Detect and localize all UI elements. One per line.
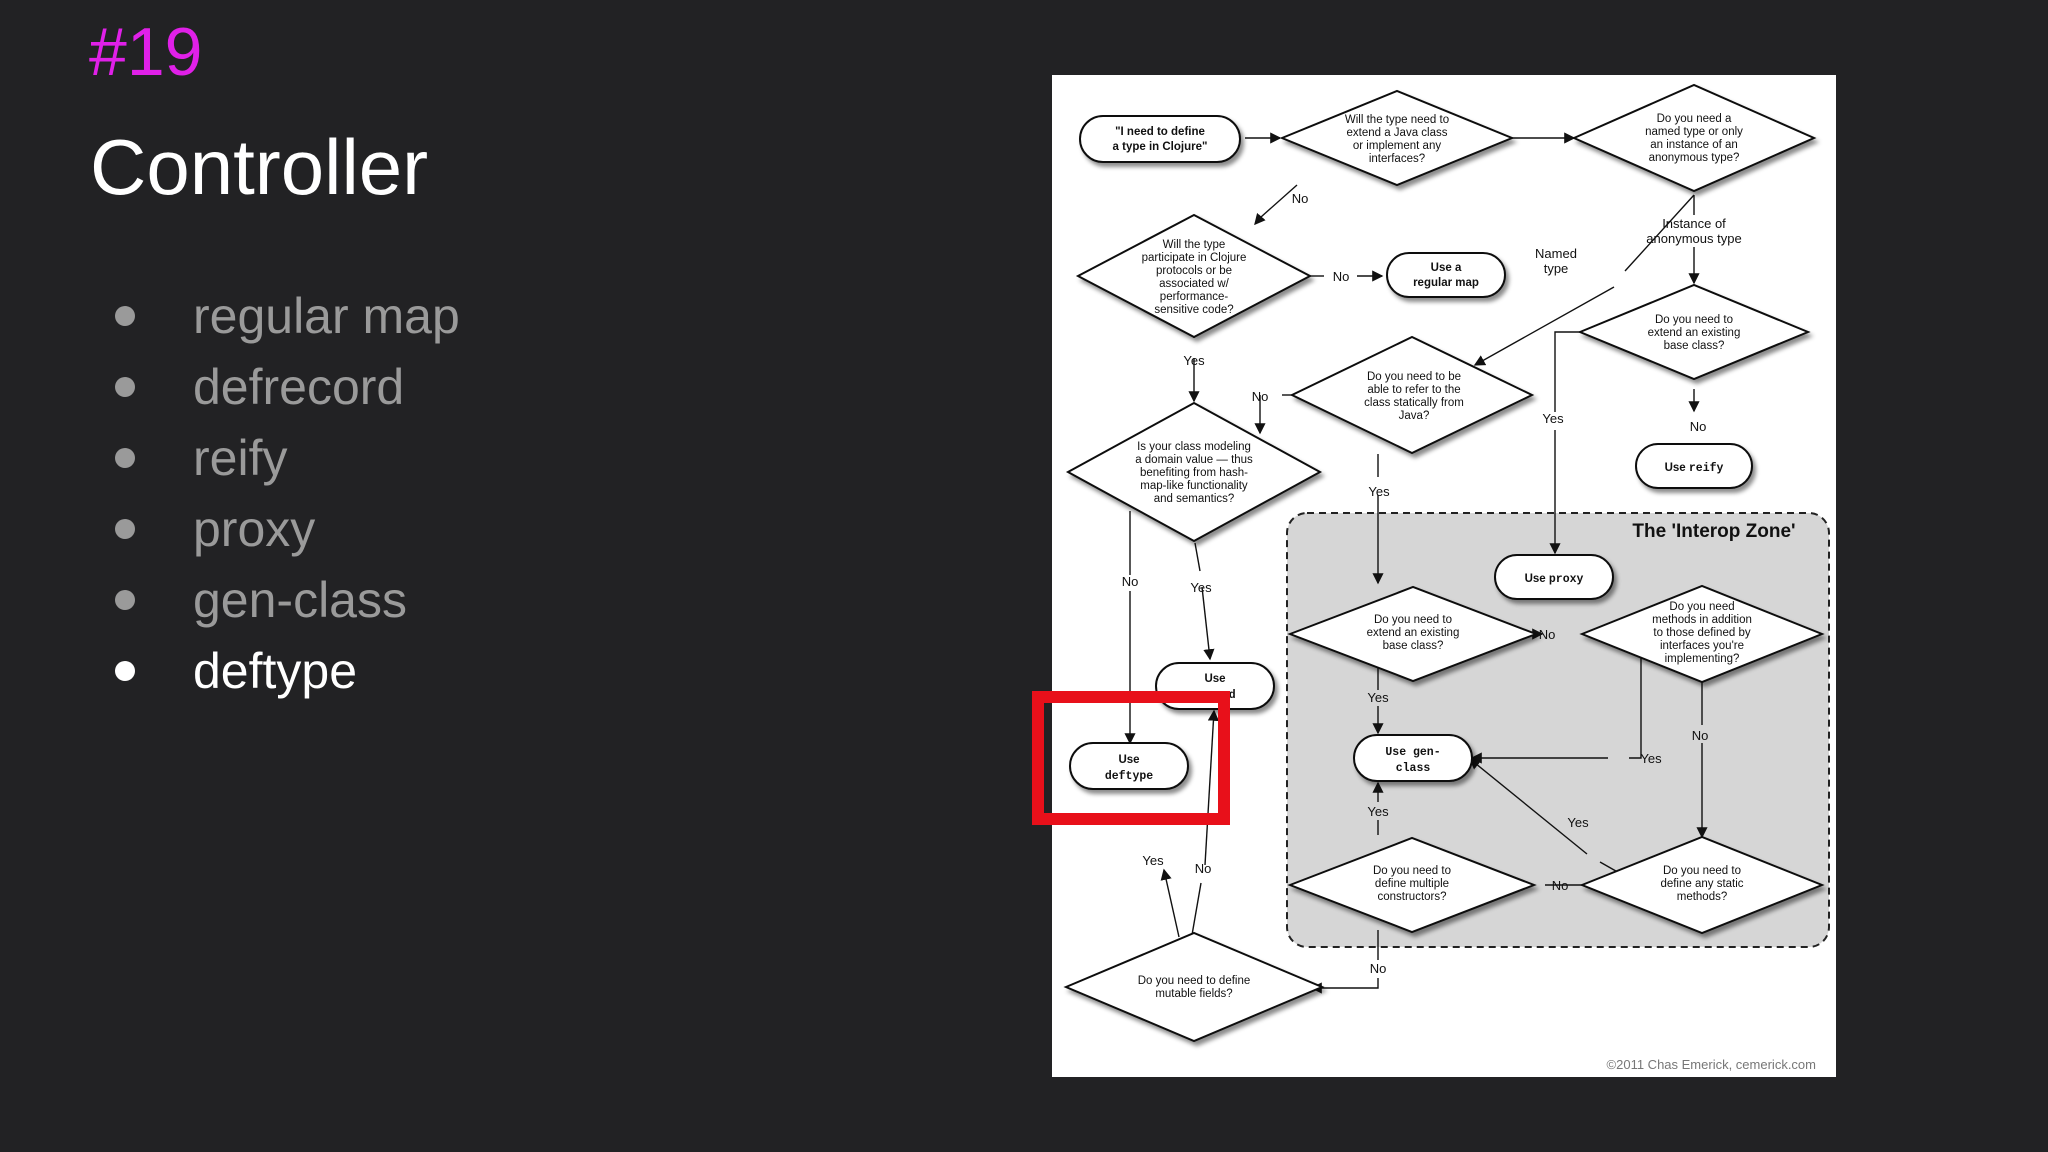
label-yes: Yes (1640, 751, 1662, 766)
bullet-label: reify (193, 429, 288, 486)
use-deftype-node (1069, 742, 1189, 790)
start-node (1079, 115, 1241, 163)
label-no: No (1370, 961, 1387, 976)
bullet-dot (115, 376, 135, 397)
bullet-item: reify (115, 422, 460, 493)
decision-protocols (1075, 213, 1313, 339)
decision-extend-base-top (1577, 283, 1811, 381)
label-no: No (1122, 574, 1139, 589)
use-proxy-text: Use proxy (1525, 573, 1584, 586)
bullet-dot (115, 305, 135, 326)
label-yes: Yes (1567, 815, 1589, 830)
bullet-item-active: deftype (115, 635, 460, 706)
decision-java-interop (1279, 89, 1515, 187)
label-yes: Yes (1190, 580, 1212, 595)
use-genclass-text: Use gen-class (1385, 746, 1440, 775)
decision-static-methods (1579, 835, 1825, 935)
bullet-dot (115, 589, 135, 610)
bullet-item: defrecord (115, 351, 460, 422)
bullet-label: defrecord (193, 358, 405, 415)
decision-domain-value (1065, 401, 1323, 543)
credit-text: ©2011 Chas Emerick, cemerick.com (1607, 1057, 1816, 1072)
use-reify-node (1635, 443, 1753, 489)
label-yes: Yes (1367, 804, 1389, 819)
label-yes: Yes (1542, 411, 1564, 426)
label-no: No (1195, 861, 1212, 876)
interop-zone-label: The 'Interop Zone' (1632, 521, 1795, 542)
label-no: No (1539, 627, 1556, 642)
label-no: No (1552, 878, 1569, 893)
decision-more-methods (1579, 584, 1825, 684)
highlight-box (1032, 691, 1230, 825)
bullet-dot (115, 447, 135, 468)
use-reify-text: Use reify (1665, 462, 1724, 475)
label-yes: Yes (1368, 484, 1390, 499)
bullet-item: regular map (115, 280, 460, 351)
decision-named-type (1571, 83, 1817, 193)
bullet-item: proxy (115, 493, 460, 564)
label-yes: Yes (1183, 353, 1205, 368)
label-no: No (1692, 728, 1709, 743)
slide-title: Controller (90, 123, 429, 211)
flowchart-svg: The 'Interop Zone' Yes No No Yes No No Y (1063, 83, 1830, 1072)
use-map-node (1386, 252, 1506, 298)
decision-extend-base (1287, 585, 1539, 683)
bullet-label: deftype (193, 642, 358, 699)
decision-constructors (1287, 836, 1537, 934)
bullet-dot (115, 660, 135, 681)
label-no: No (1690, 419, 1707, 434)
bullet-dot (115, 518, 135, 539)
clojure-type-flowchart: The 'Interop Zone' Yes No No Yes No No Y (1052, 75, 1836, 1077)
slide-number: #19 (89, 14, 203, 90)
label-yes: Yes (1367, 690, 1389, 705)
decision-refer-static (1289, 335, 1535, 455)
label-no: No (1333, 269, 1350, 284)
label-no: No (1292, 191, 1309, 206)
use-proxy-node (1494, 554, 1614, 600)
bullet-label: proxy (193, 500, 316, 557)
label-yes: Yes (1142, 853, 1164, 868)
decision-mutable-fields (1063, 931, 1325, 1043)
label-no: No (1252, 389, 1269, 404)
bullet-label: regular map (193, 287, 460, 344)
bullet-label: gen-class (193, 571, 407, 628)
use-genclass-node (1353, 734, 1473, 782)
bullet-item: gen-class (115, 564, 460, 635)
bullet-list: regular map defrecord reify proxy gen-cl… (115, 280, 460, 706)
